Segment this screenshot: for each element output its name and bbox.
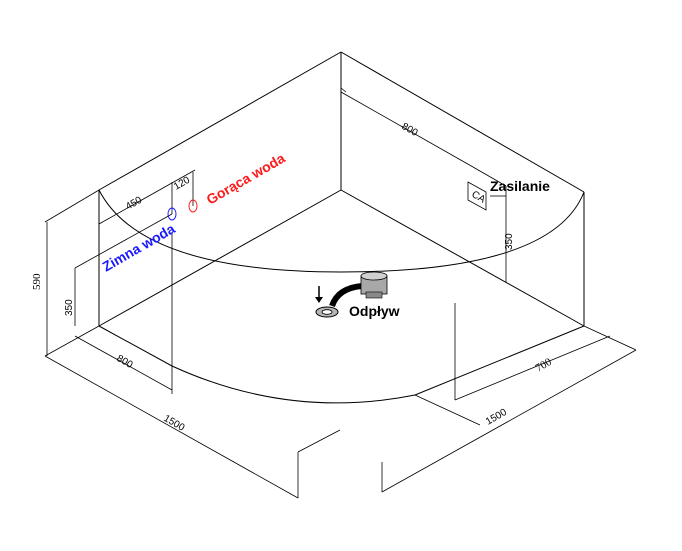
- hot-water-label: Gorąca woda: [204, 150, 288, 208]
- bottom-left-front-edge: [98, 325, 173, 367]
- base-left-1500-label: 1500: [162, 413, 187, 434]
- bottom-front-curve: [171, 365, 416, 404]
- dimension-lines: [44, 87, 637, 499]
- right-700-label: 700: [534, 356, 555, 375]
- floor-right-back-edge: [340, 189, 585, 327]
- top-left-back-edge: [98, 51, 342, 191]
- dimension-texts: 590 350 800 350 450 120 800 700 1500 150…: [31, 121, 554, 434]
- drain-assembly: Odpływ: [315, 271, 400, 319]
- right-350-label: 350: [504, 233, 515, 250]
- left-450-label: 450: [124, 195, 144, 213]
- hot-water-outlet-icon: [188, 199, 198, 213]
- drain-hose: [329, 283, 363, 308]
- base-right-1500-label: 1500: [484, 407, 509, 428]
- right-700-dim-line: [454, 335, 611, 401]
- left-top-dim-line: [98, 169, 196, 225]
- cold-water-outlet-icon: [167, 207, 177, 221]
- siphon-fitting-icon: [360, 271, 388, 299]
- height-590-label: 590: [31, 273, 43, 290]
- front-800-dim-line: [74, 335, 173, 391]
- drain-label: Odpływ: [349, 303, 400, 319]
- base-right-dim-line: [381, 349, 637, 493]
- down-arrow-icon: [315, 286, 323, 303]
- left-350-label: 350: [64, 299, 75, 316]
- bottom-right-front-edge: [414, 325, 585, 396]
- top-front-arc: [98, 189, 585, 273]
- tub-outline: [98, 51, 585, 404]
- base-left-dim-line: [44, 355, 299, 499]
- front-800-label: 800: [115, 353, 135, 371]
- power-supply-label: Zasilanie: [490, 178, 550, 194]
- left-120-label: 120: [172, 175, 192, 193]
- floor-left-back-edge: [98, 189, 342, 327]
- back-800-dim-line: [340, 91, 474, 168]
- power-supply: CA Zasilanie: [467, 178, 550, 211]
- power-box-icon: [467, 181, 487, 211]
- top-right-back-edge: [340, 51, 585, 193]
- back-800-label: 800: [400, 121, 420, 139]
